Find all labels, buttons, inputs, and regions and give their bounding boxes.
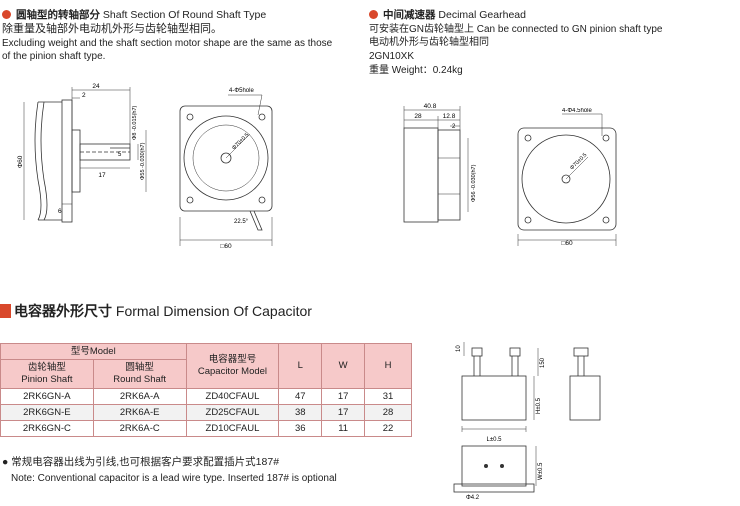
dim-4-phi4-5-hole: 4-Φ4.5hole [562,108,592,114]
dim-2: 2 [82,92,86,99]
gearhead-title-en: Decimal Gearhead [438,9,526,21]
dim-sq60: □60 [220,243,232,250]
bullet-dot-icon [2,10,11,19]
cell-round: 2RK6A-E [92,404,187,421]
table-row: 2RK6GN-E 2RK6A-E ZD25CFAUL 38 17 28 [0,404,412,421]
gearhead-line-2: 电动机外形与齿轮轴型相同 [369,37,489,48]
header-H: H [364,343,412,389]
cell-round: 2RK6A-A [92,388,187,405]
cell-pinion: 2RK6GN-A [0,388,94,405]
gearhead-front-view: 4-Φ4.5hole Φ70±0.5 □60 [517,108,617,247]
bullet-icon: ● [2,456,9,468]
round-shaft-title-cn: 圆轴型的转轴部分 [16,9,100,21]
cell-pinion: 2RK6GN-E [0,404,94,421]
round-shaft-desc-en-2: of the pinion shaft type. [2,51,106,62]
title-marker-icon [0,304,11,318]
gearhead-title-cn: 中间减速器 [383,9,436,21]
dim-12-8: 12.8 [443,113,456,120]
round-shaft-side-view: 24 2 17 6 5 Φ60 Φ8 -0.015(h7) Φ55 -0.030… [17,83,147,223]
dim-17: 17 [98,172,106,179]
dim-L: L±0.5 [487,437,503,443]
cell-H: 28 [364,404,412,421]
cell-pinion: 2RK6GN-C [0,420,94,437]
dim-W: W±0.5 [538,462,544,480]
cell-L: 38 [278,404,323,421]
dim-phi55: Φ55 -0.030(h7) [140,142,146,180]
dim-phi8: Φ8 -0.015(h7) [132,105,138,140]
dim-6: 6 [58,208,62,215]
capacitor-note-en: Note: Conventional capacitor is a lead w… [11,473,337,484]
dim-4-phi5-hole: 4-Φ5hole [229,88,254,94]
round-shaft-desc-cn: 除重量及轴部外电动机外形与齿轮轴型相同。 [2,23,222,35]
mount-hole-icon [484,464,488,468]
round-shaft-title: 圆轴型的转轴部分 Shaft Section Of Round Shaft Ty… [2,7,266,22]
capacitor-drawing: 10 150 H±0.5 L±0.5 W±0.5 Φ4.2 [453,342,601,501]
dim-phi70: Φ70±0.5 [231,132,250,151]
mount-hole-icon [500,464,504,468]
header-L: L [278,343,323,389]
cell-H: 31 [364,388,412,405]
gearhead-weight: 重量 Weight：0.24kg [369,65,463,76]
cell-cap: ZD10CFAUL [185,420,280,437]
header-W: W [321,343,366,389]
dim-phi56: Φ56 -0.030(h7) [471,164,477,202]
cell-W: 11 [321,420,366,437]
round-shaft-title-en: Shaft Section Of Round Shaft Type [102,9,267,21]
dim-24: 24 [92,83,100,90]
table-row: 2RK6GN-C 2RK6A-C ZD10CFAUL 36 11 22 [0,420,412,437]
cell-cap: ZD40CFAUL [185,388,280,405]
round-shaft-front-view: 4-Φ5hole Φ70±0.5 22.5° □60 [179,88,273,250]
cell-W: 17 [321,388,366,405]
dim-2: 2 [452,124,456,130]
dim-10: 10 [456,345,462,352]
gearhead-model: 2GN10XK [369,51,415,62]
cell-round: 2RK6A-C [92,420,187,437]
gearhead-title: 中间减速器 Decimal Gearhead [369,7,526,22]
dim-5: 5 [118,152,122,158]
dim-sq60: □60 [561,240,573,247]
dim-150: 150 [540,357,546,368]
table-row: 2RK6GN-A 2RK6A-A ZD40CFAUL 47 17 31 [0,388,412,405]
capacitor-title-cn: 电容器外形尺寸 [14,303,112,319]
capacitor-note-cn: ● 常规电容器出线为引线,也可根据客户要求配置插片式187# [2,456,280,468]
dim-28: 28 [414,113,422,120]
cell-L: 47 [278,388,323,405]
dim-phi70: Φ70±0.5 [569,152,588,171]
dim-angle: 22.5° [234,219,249,225]
capacitor-title-en: Formal Dimension Of Capacitor [115,303,312,319]
header-model-group: 型号Model [0,343,187,360]
cell-cap: ZD25CFAUL [185,404,280,421]
dim-H: H±0.5 [536,397,542,414]
cell-L: 36 [278,420,323,437]
cell-H: 22 [364,420,412,437]
dim-phi4-2: Φ4.2 [466,495,480,501]
dim-phi60: Φ60 [17,155,24,168]
round-shaft-desc-en-1: Excluding weight and the shaft section m… [2,38,333,49]
capacitor-title: 电容器外形尺寸 Formal Dimension Of Capacitor [0,301,312,321]
cell-W: 17 [321,404,366,421]
gearhead-line-1: 可安装在GN齿轮轴型上 Can be connected to GN pinio… [369,24,663,35]
bullet-dot-icon [369,10,378,19]
dim-40-8: 40.8 [424,103,437,110]
gearhead-side-view: 40.8 28 12.8 2 Φ56 -0.030(h7) [403,103,477,223]
